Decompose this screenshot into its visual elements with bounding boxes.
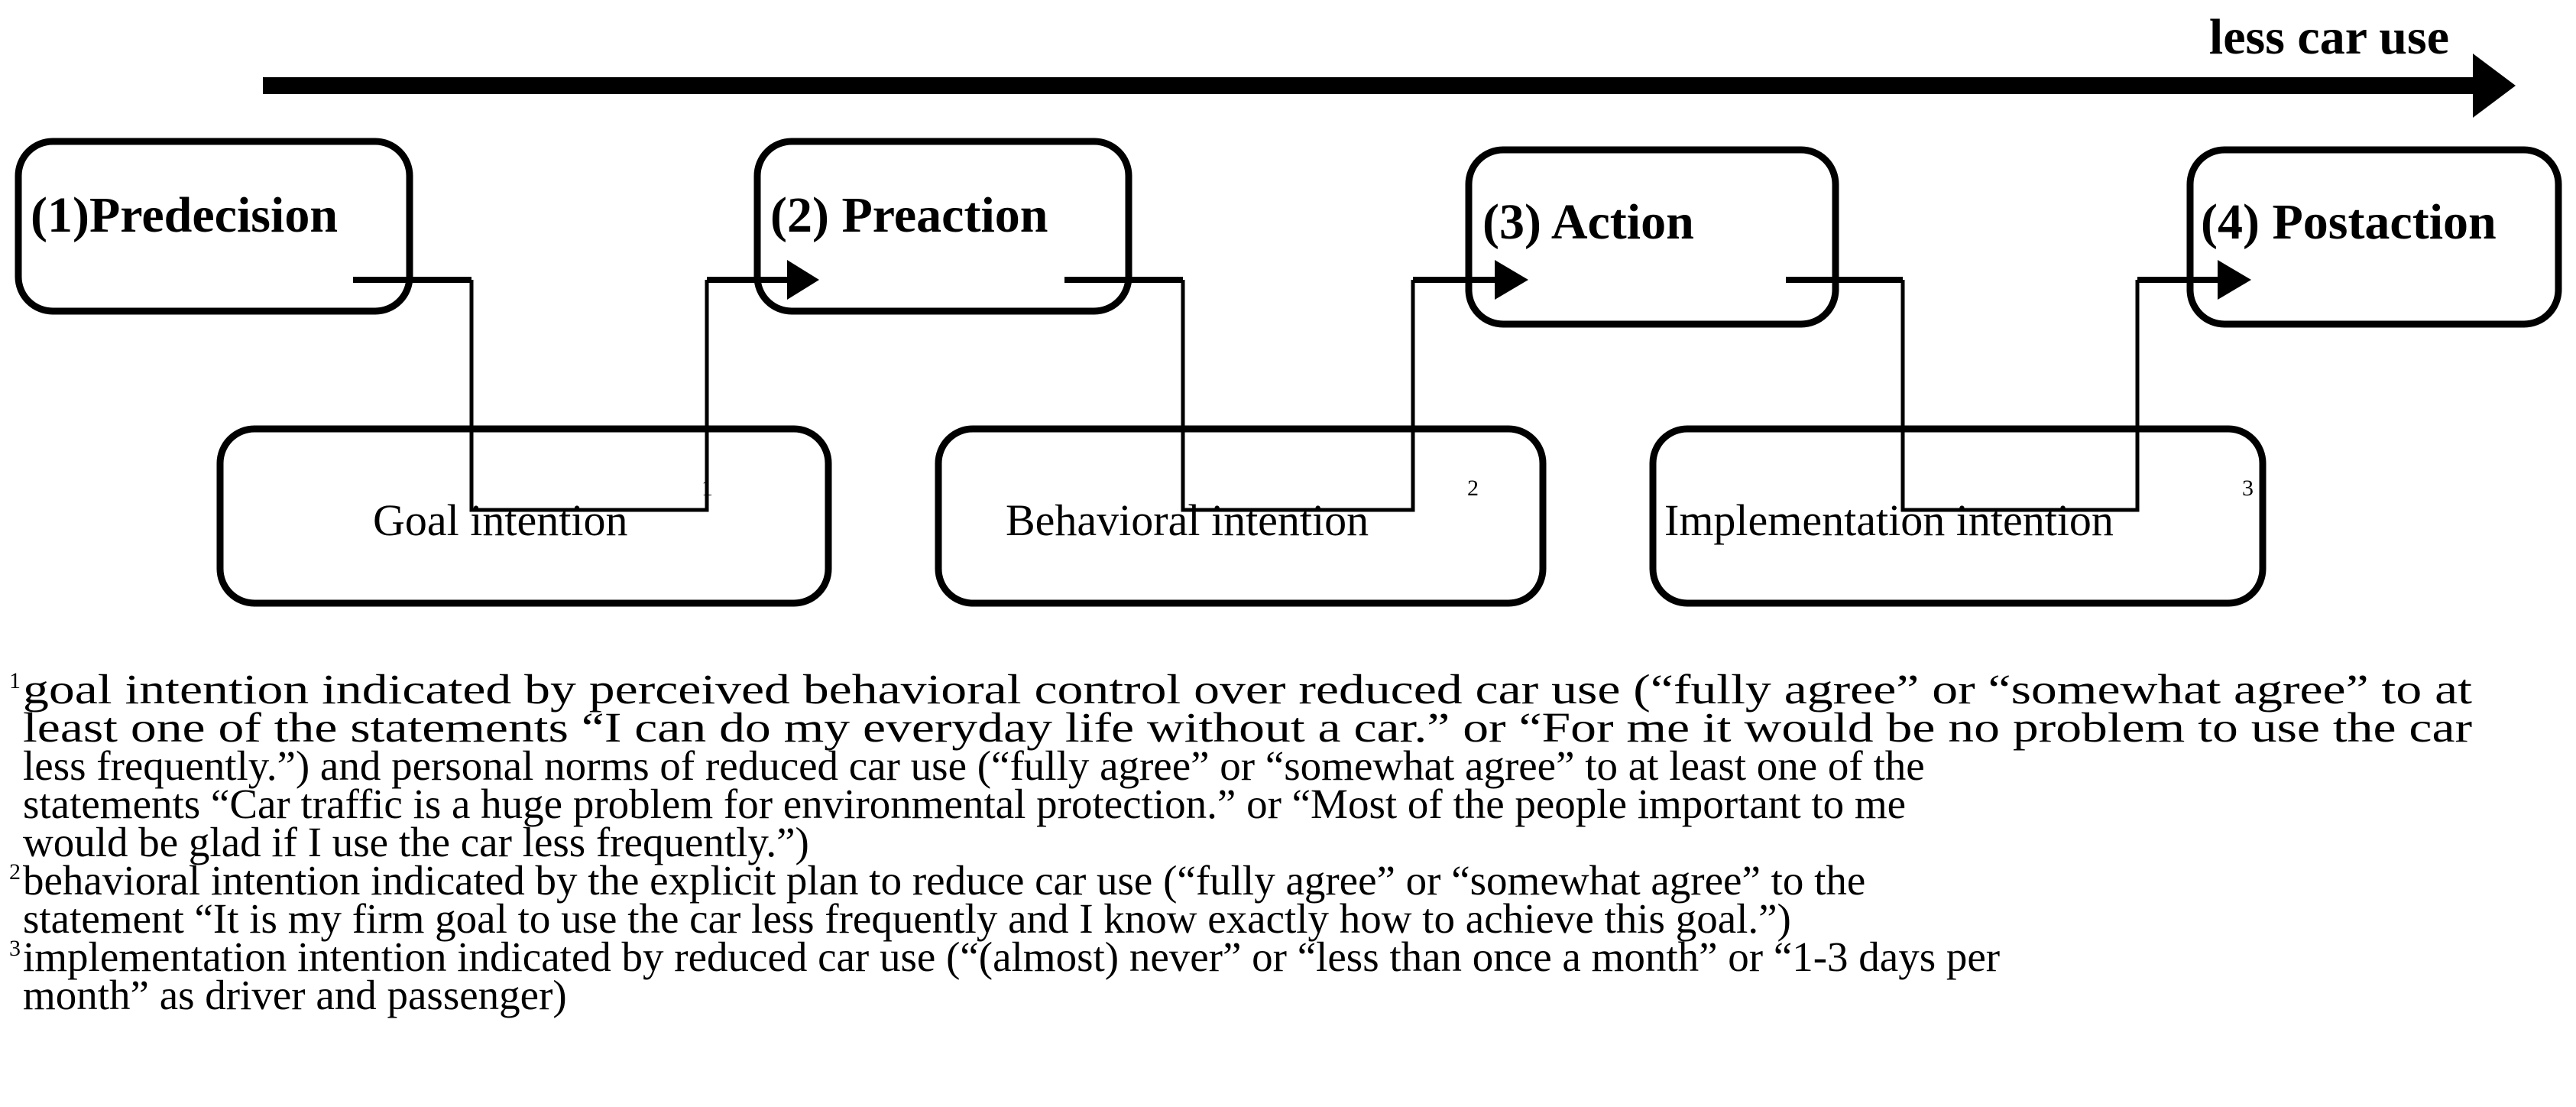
footnote-line: less frequently.”) and personal norms of… — [23, 742, 1925, 789]
intention-behavioral: Behavioral intention 2 — [935, 425, 1547, 607]
arrow-label: less car use — [2209, 9, 2449, 65]
footnote-line: behavioral intention indicated by the ex… — [23, 857, 1865, 904]
stage-box — [15, 138, 413, 315]
footnote-1: 1 goal intention indicated by perceived … — [9, 666, 2472, 865]
stage-postaction: (4) Postaction — [2186, 146, 2562, 328]
footnote-3: 3 implementation intention indicated by … — [9, 933, 2000, 1018]
intention-box — [1649, 425, 2267, 607]
footnotes: 1 goal intention indicated by perceived … — [9, 666, 2472, 1018]
intention-box — [216, 425, 832, 607]
stage-box — [753, 138, 1132, 315]
intention-box — [935, 425, 1547, 607]
stage-label: (2) Preaction — [770, 187, 1048, 243]
footnote-line: goal intention indicated by perceived be… — [23, 666, 2472, 713]
footnote-line: least one of the statements “I can do my… — [23, 704, 2472, 751]
footnote-ref: 2 — [1467, 476, 1479, 501]
stage-action: (3) Action — [1465, 146, 1839, 328]
arrow-head — [787, 260, 819, 300]
arrow-head — [2218, 260, 2251, 300]
stage-label: (1)Predecision — [31, 187, 338, 243]
stage-preaction: (2) Preaction — [753, 138, 1132, 315]
footnote-marker: 3 — [9, 936, 21, 961]
connector-2-3 — [1064, 260, 1528, 512]
intention-implementation: Implementation intention 3 — [1649, 425, 2267, 607]
less-car-use-arrow: less car use — [263, 9, 2516, 118]
connector-3-4 — [1786, 260, 2251, 512]
stage-predecision: (1)Predecision — [15, 138, 413, 315]
footnote-marker: 2 — [9, 859, 21, 885]
stage-label: (4) Postaction — [2201, 194, 2497, 250]
stage-box — [2186, 146, 2562, 328]
connector-1-2 — [353, 260, 819, 512]
footnote-line: statements “Car traffic is a huge proble… — [23, 781, 1906, 827]
footnote-line: month” as driver and passenger) — [23, 972, 567, 1018]
intention-goal: Goal intention 1 — [216, 425, 832, 607]
arrow-shaft — [263, 77, 2479, 94]
footnote-line: would be glad if I use the car less freq… — [23, 819, 809, 865]
arrow-head — [1495, 260, 1528, 300]
arrow-head — [2473, 54, 2516, 118]
intention-label: Implementation intention — [1664, 495, 2114, 545]
intention-label: Goal intention — [373, 495, 627, 545]
footnote-marker: 1 — [9, 668, 21, 693]
intention-label: Behavioral intention — [1006, 495, 1369, 545]
stage-box — [1465, 146, 1839, 328]
footnote-2: 2 behavioral intention indicated by the … — [9, 857, 1865, 942]
footnote-line: implementation intention indicated by re… — [23, 933, 2000, 980]
footnote-ref: 3 — [2242, 476, 2254, 501]
stage-label: (3) Action — [1482, 194, 1694, 250]
footnote-line: statement “It is my firm goal to use the… — [23, 895, 1791, 942]
